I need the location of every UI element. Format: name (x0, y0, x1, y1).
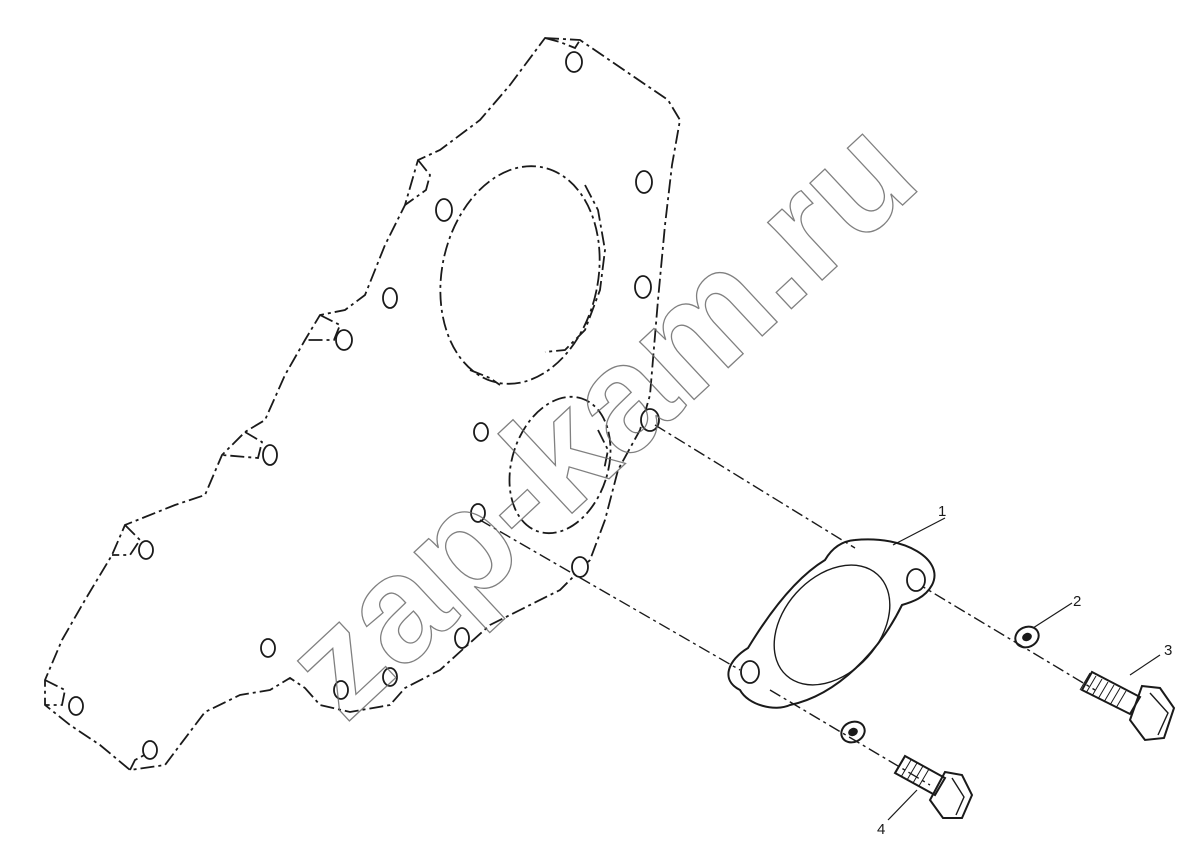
callout-label-2: 2 (1073, 593, 1081, 610)
watermark-text: zap-kam.ru (252, 85, 946, 748)
bolt-part-4 (893, 754, 974, 819)
washer-part-2 (1014, 625, 1040, 649)
callout-3: 3 (1129, 642, 1172, 676)
callout-1: 1 (892, 503, 946, 546)
gasket-part-1 (727, 538, 936, 709)
bolt-part-3 (1079, 670, 1176, 742)
callout-4: 4 (877, 789, 918, 838)
callout-label-4: 4 (877, 821, 885, 838)
callout-2: 2 (1032, 593, 1081, 629)
callout-label-1: 1 (938, 503, 946, 520)
assembly-centerlines (479, 424, 1096, 786)
callout-label-3: 3 (1164, 642, 1172, 659)
washer-lower (840, 720, 866, 744)
cover-plate (44, 37, 681, 771)
